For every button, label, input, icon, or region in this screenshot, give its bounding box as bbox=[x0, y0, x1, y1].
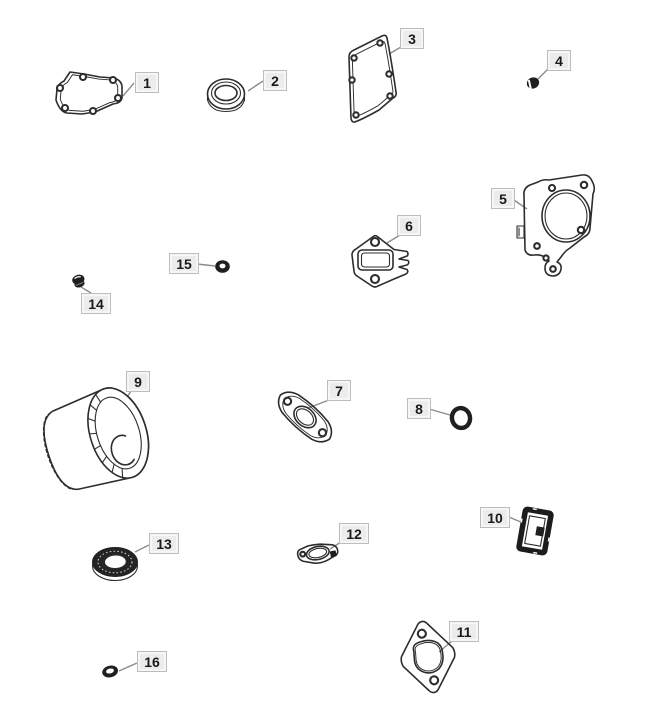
callout-11[interactable]: 11 bbox=[449, 621, 479, 642]
part-14-cap-nut bbox=[72, 274, 85, 288]
callout-13-number: 13 bbox=[156, 535, 172, 552]
callout-2[interactable]: 2 bbox=[263, 70, 287, 91]
callout-4-number: 4 bbox=[555, 52, 563, 69]
callout-16[interactable]: 16 bbox=[137, 651, 167, 672]
part-10-insulator-frame-gasket bbox=[516, 506, 554, 556]
part-13-oil-seal bbox=[91, 547, 139, 582]
callout-15-number: 15 bbox=[176, 255, 192, 272]
leader-line-8 bbox=[428, 408, 451, 416]
leader-line-3 bbox=[388, 46, 402, 55]
callout-10[interactable]: 10 bbox=[480, 507, 510, 528]
callout-15[interactable]: 15 bbox=[169, 253, 199, 274]
part-7-exhaust-gasket bbox=[277, 391, 333, 443]
callout-6[interactable]: 6 bbox=[397, 215, 421, 236]
callout-7-number: 7 bbox=[335, 382, 343, 399]
leader-line-7 bbox=[307, 399, 330, 409]
part-11-muffler-gasket bbox=[400, 620, 456, 694]
callout-6-number: 6 bbox=[405, 217, 413, 234]
leader-line-14 bbox=[80, 286, 92, 294]
callout-4[interactable]: 4 bbox=[547, 50, 571, 71]
leader-line-4 bbox=[537, 68, 549, 80]
callout-14-number: 14 bbox=[88, 295, 104, 312]
leader-line-16 bbox=[118, 662, 138, 672]
part-9-oil-filter bbox=[42, 387, 150, 491]
callout-10-number: 10 bbox=[487, 509, 503, 526]
part-8-o-ring bbox=[449, 405, 473, 431]
callout-8[interactable]: 8 bbox=[407, 398, 431, 419]
callout-2-number: 2 bbox=[271, 72, 279, 89]
callout-14[interactable]: 14 bbox=[81, 293, 111, 314]
part-5-cylinder-head-gasket bbox=[516, 174, 596, 277]
callout-16-number: 16 bbox=[144, 653, 160, 670]
callout-13[interactable]: 13 bbox=[149, 533, 179, 554]
callout-9[interactable]: 9 bbox=[126, 371, 150, 392]
callout-3-number: 3 bbox=[408, 30, 416, 47]
leader-line-2 bbox=[247, 80, 264, 92]
callout-5-number: 5 bbox=[499, 190, 507, 207]
part-16-o-ring-small bbox=[102, 665, 119, 678]
callout-7[interactable]: 7 bbox=[327, 380, 351, 401]
part-6-intake-manifold-gasket bbox=[351, 234, 410, 288]
part-3-valve-cover-gasket bbox=[348, 34, 397, 123]
callout-1-number: 1 bbox=[143, 74, 151, 91]
callout-1[interactable]: 1 bbox=[135, 72, 159, 93]
part-15-o-ring-small bbox=[215, 260, 230, 273]
callout-3[interactable]: 3 bbox=[400, 28, 424, 49]
leader-line-15 bbox=[196, 263, 216, 267]
part-4-plug-cap bbox=[526, 77, 540, 90]
callout-11-number: 11 bbox=[456, 623, 472, 640]
callout-12-number: 12 bbox=[346, 525, 362, 542]
leader-line-1 bbox=[122, 82, 135, 97]
leader-line-13 bbox=[134, 544, 150, 553]
leader-line-6 bbox=[386, 234, 401, 244]
leader-line-5 bbox=[513, 199, 528, 210]
leader-lines bbox=[80, 46, 549, 672]
leader-line-11 bbox=[438, 640, 453, 653]
callout-5[interactable]: 5 bbox=[491, 188, 515, 209]
callout-9-number: 9 bbox=[134, 373, 142, 390]
callout-12[interactable]: 12 bbox=[339, 523, 369, 544]
part-1-cover-gasket bbox=[55, 71, 123, 116]
part-12-breather-gasket bbox=[296, 543, 339, 564]
part-2-seal-ring bbox=[206, 78, 246, 113]
callout-8-number: 8 bbox=[415, 400, 423, 417]
